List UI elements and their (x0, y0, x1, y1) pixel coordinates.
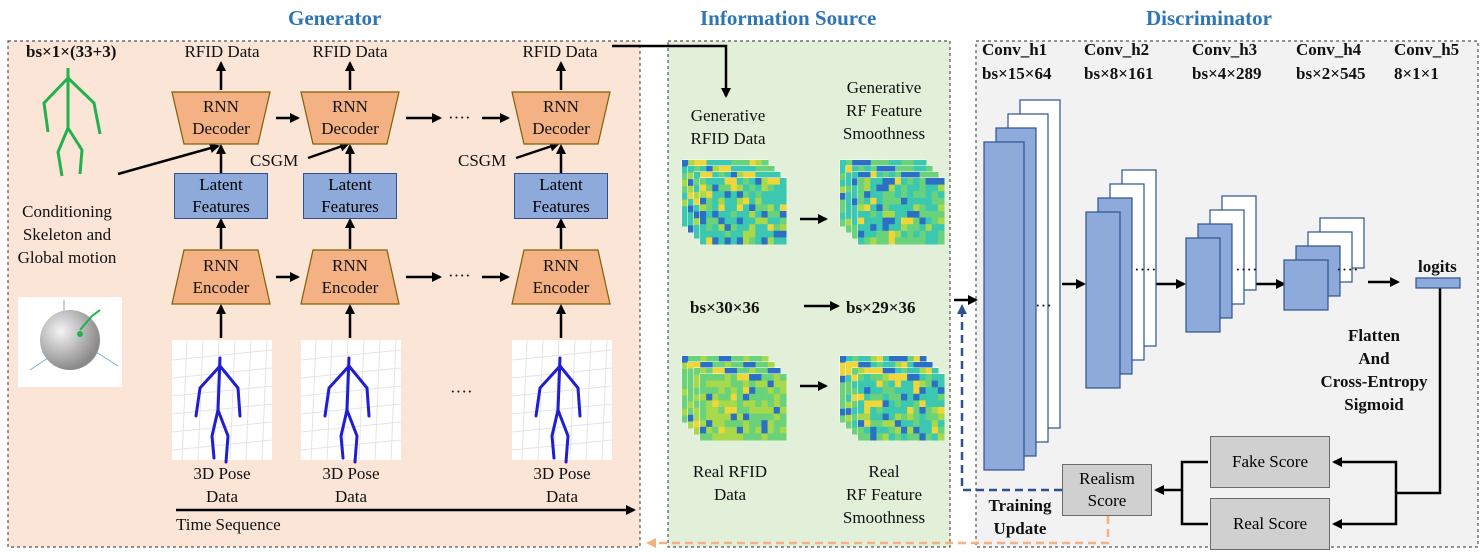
generative-rfid-heatmap (681, 159, 787, 245)
feedback-to-generator-arrow (646, 516, 1110, 548)
rnn-encoder-2: RNN Encoder (300, 249, 400, 305)
global-motion-sphere-icon (18, 297, 122, 387)
rnn-decoder-2-label: RNN Decoder (321, 97, 379, 138)
rnn-decoder-3: RNN Decoder (511, 91, 611, 145)
rfid-output-label-2: RFID Data (312, 42, 388, 61)
fake-score-box: Fake Score (1210, 436, 1330, 488)
csgm-label-2: CSGM (458, 151, 507, 170)
disc-dots-1: ··· (1035, 296, 1052, 315)
conv-layer-shape-1: bs×15×64 (982, 64, 1052, 83)
conv-layer-shape-2: bs×8×161 (1084, 64, 1154, 83)
rnn-decoder-1: RNN Decoder (171, 91, 271, 145)
csgm-arrow-2 (515, 141, 560, 160)
conv-h4-stack (1283, 217, 1365, 311)
disc-dots-3: ···· (1235, 260, 1258, 279)
conv-h2-stack (1085, 169, 1157, 389)
conv-layer-name-2: Conv_h2 (1084, 40, 1150, 59)
conditioning-to-decoder-arrow (117, 143, 220, 176)
flatten-label: Flatten And Cross-Entropy Sigmoid (1320, 326, 1428, 414)
conv-layer-shape-3: bs×4×289 (1192, 64, 1262, 83)
pose-image-1 (171, 339, 273, 464)
pose-skeleton-icon-1 (194, 356, 242, 464)
logits-to-fake-score-arrow (1332, 457, 1398, 493)
pose-label-3: 3D Pose Data (533, 464, 591, 506)
real-to-realism-arrow (1180, 490, 1208, 526)
rnn-encoder-3-label: RNN Encoder (532, 256, 590, 297)
pose-skeleton-icon-2 (323, 356, 371, 464)
rfid-output-label-3: RFID Data (522, 42, 598, 61)
rfid-output-label-1: RFID Data (184, 42, 260, 61)
disc-dots-2: ···· (1134, 260, 1157, 279)
conv-layer-shape-4: bs×2×545 (1296, 64, 1366, 83)
fake-to-realism-arrow (1154, 460, 1208, 495)
rnn-encoder-1-label: RNN Encoder (192, 256, 250, 297)
rnn-encoder-2-label: RNN Encoder (321, 256, 379, 297)
generative-rfid-label: Generative RFID Data (690, 106, 766, 148)
pose-image-3 (511, 339, 613, 464)
latent-features-3: Latent Features (514, 173, 608, 219)
real-rfid-label: Real RFID Data (692, 462, 768, 504)
training-update-arrow (957, 304, 1062, 492)
generative-smoothness-heatmap (839, 159, 945, 245)
latent-features-2: Latent Features (303, 173, 397, 219)
real-score-box: Real Score (1210, 498, 1330, 550)
input-shape-info: bs×30×36 (690, 298, 760, 317)
conv-h1-stack (983, 99, 1061, 471)
information-source-title: Information Source (700, 6, 877, 30)
generator-title: Generator (288, 6, 382, 30)
pose-label-2: 3D Pose Data (322, 464, 380, 506)
pose-label-1: 3D Pose Data (193, 464, 251, 506)
rnn-encoder-1: RNN Encoder (171, 249, 271, 305)
csgm-label-1: CSGM (250, 151, 299, 170)
conv-layer-name-4: Conv_h4 (1296, 40, 1362, 59)
logits-label: logits (1418, 257, 1457, 276)
conditioning-label: Conditioning Skeleton and Global motion (17, 202, 117, 267)
time-sequence-label: Time Sequence (176, 515, 281, 534)
latent-features-1: Latent Features (174, 173, 268, 219)
real-smoothness-label: Real RF Feature Smoothness (842, 462, 926, 527)
conv-h3-stack (1185, 195, 1257, 333)
real-rfid-heatmap (681, 355, 787, 441)
encoder-ellipsis: ···· (448, 266, 471, 285)
pose-image-2 (300, 339, 402, 464)
conv-layer-shape-5: 8×1×1 (1394, 64, 1439, 83)
pose-skeleton-icon-3 (534, 356, 582, 464)
conv-layer-name-3: Conv_h3 (1192, 40, 1258, 59)
decoder-ellipsis: ···· (448, 108, 471, 127)
logits-box (1415, 277, 1461, 289)
training-update-label: Training Update (988, 496, 1052, 538)
realism-score-box: Realism Score (1062, 464, 1152, 516)
conv-layer-name-5: Conv_h5 (1394, 40, 1460, 59)
rnn-decoder-3-label: RNN Decoder (532, 97, 590, 138)
conv-layer-name-1: Conv_h1 (982, 40, 1048, 59)
generative-smoothness-label: Generative RF Feature Smoothness (842, 78, 926, 143)
rfid-to-info-arrow (612, 44, 731, 98)
real-smoothness-heatmap (839, 355, 945, 441)
rnn-decoder-2: RNN Decoder (300, 91, 400, 145)
discriminator-title: Discriminator (1146, 6, 1272, 30)
input-shape-label: bs×1×(33+3) (26, 42, 117, 61)
information-source-panel (667, 40, 951, 548)
conditioning-skeleton-icon (42, 68, 102, 177)
pose-ellipsis: ···· (450, 382, 473, 401)
output-shape-info: bs×29×36 (846, 298, 916, 317)
disc-dots-4: ···· (1336, 260, 1359, 279)
rnn-encoder-3: RNN Encoder (511, 249, 611, 305)
rnn-decoder-1-label: RNN Decoder (192, 97, 250, 138)
csgm-arrow-1 (307, 141, 350, 160)
